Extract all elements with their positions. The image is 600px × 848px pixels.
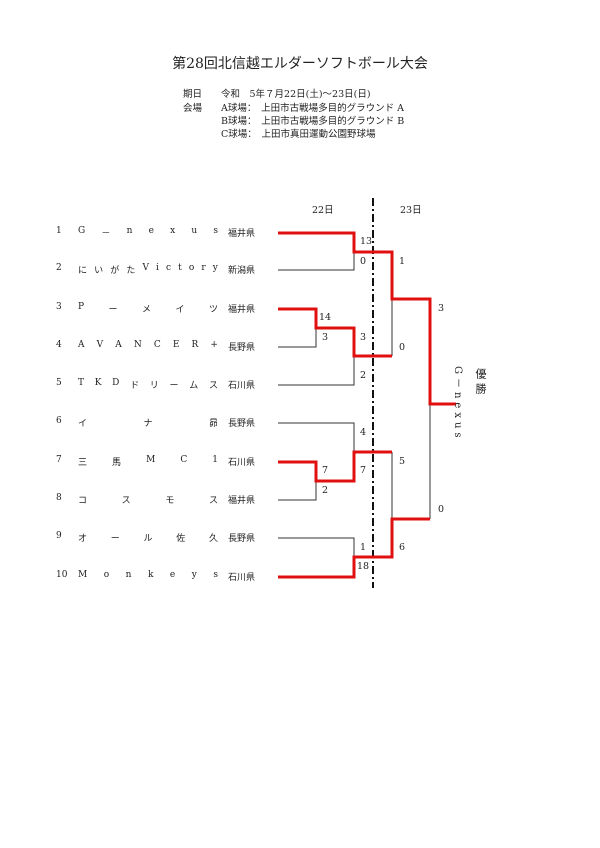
match-score: 7 [360, 465, 367, 476]
champion-team: G－nexus [452, 366, 463, 442]
team-number: 3 [56, 302, 62, 312]
match-score: 13 [360, 236, 373, 247]
team-prefecture: 長野県 [228, 343, 256, 353]
team-prefecture: 福井県 [228, 229, 256, 239]
venue-row-c: C球場： 上田市真田運動公園野球場 [183, 126, 376, 140]
venue-c: C球場： 上田市真田運動公園野球場 [221, 129, 376, 140]
day-label-23: 23日 [400, 205, 422, 216]
date-label: 期日 [183, 89, 203, 100]
team-number: 8 [56, 493, 62, 503]
date-value: 令和 5年７月22日(土)～23日(日) [221, 89, 371, 100]
team-number: 1 [56, 226, 62, 236]
team-number: 7 [56, 455, 62, 465]
team-prefecture: 福井県 [228, 305, 256, 315]
team-number: 9 [56, 531, 62, 541]
team-number: 2 [56, 263, 62, 273]
loser-lines [278, 252, 431, 557]
team-name: コスモス [78, 496, 218, 506]
team-number: 6 [56, 416, 62, 426]
match-score: 3 [438, 303, 445, 314]
champion-label: 優勝 [474, 368, 487, 398]
date-row: 期日 令和 5年７月22日(土)～23日(日) [183, 86, 371, 100]
match-score: 3 [360, 332, 367, 343]
match-score: 3 [322, 332, 329, 343]
match-score: 5 [399, 456, 406, 467]
team-number: 4 [56, 340, 62, 350]
page-title: 第28回北信越エルダーソフトボール大会 [172, 56, 428, 72]
match-score: 0 [399, 342, 406, 353]
venue-row-a: 会場 A球場： 上田市古戦場多目的グラウンド A [183, 100, 404, 114]
match-score: 6 [399, 542, 406, 553]
match-score: 0 [360, 256, 367, 267]
team-number: 10 [56, 570, 68, 580]
team-prefecture: 石川県 [228, 458, 256, 468]
day-label-22: 22日 [312, 205, 334, 216]
team-number: 5 [56, 378, 62, 388]
team-name: イナ昴 [78, 419, 218, 429]
team-prefecture: 長野県 [228, 534, 256, 544]
venue-row-b: B球場： 上田市古戦場多目的グラウンド B [183, 113, 404, 127]
match-score: 1 [360, 542, 367, 553]
team-prefecture: 石川県 [228, 381, 256, 391]
match-score: 0 [438, 504, 445, 515]
team-name: オール佐久 [78, 534, 218, 544]
team-prefecture: 長野県 [228, 419, 256, 429]
match-score: 2 [322, 485, 329, 496]
team-prefecture: 新潟県 [228, 266, 256, 276]
match-score: 18 [357, 561, 370, 572]
match-score: 14 [319, 312, 332, 323]
match-score: 2 [360, 370, 367, 381]
match-score: 4 [360, 427, 367, 438]
venue-label: 会場 [183, 103, 203, 114]
winner-lines [278, 231, 456, 579]
team-prefecture: 石川県 [228, 573, 256, 583]
team-prefecture: 福井県 [228, 496, 256, 506]
venue-a: A球場： 上田市古戦場多目的グラウンド A [221, 103, 404, 114]
match-score: 7 [322, 465, 329, 476]
match-score: 1 [399, 256, 406, 267]
venue-b: B球場： 上田市古戦場多目的グラウンド B [221, 116, 405, 127]
